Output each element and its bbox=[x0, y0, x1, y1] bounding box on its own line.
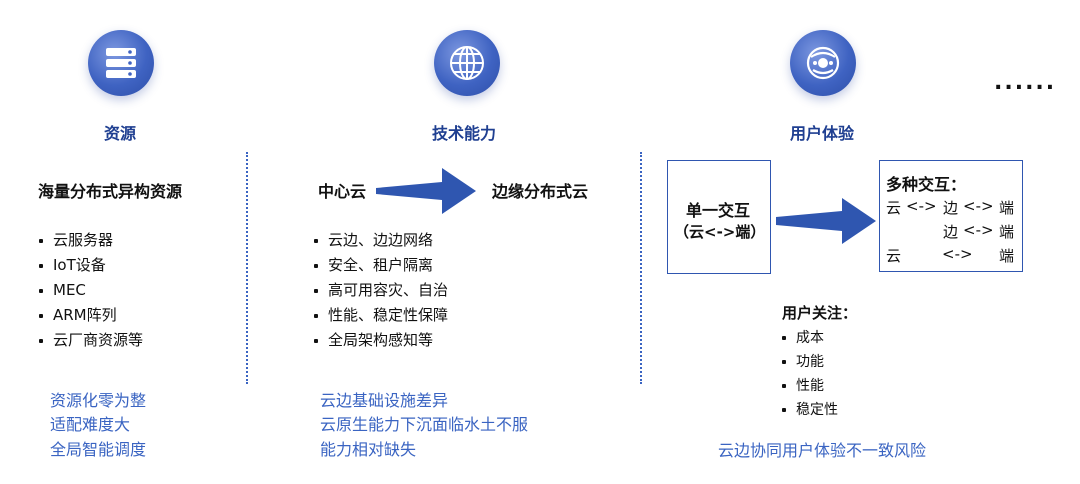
resources-challenge: 适配难度大 bbox=[50, 415, 131, 434]
divider-2 bbox=[640, 152, 642, 384]
device-label: 端 bbox=[999, 223, 1015, 241]
tech-challenge: 云边基础设施差异 bbox=[320, 391, 449, 410]
single-interaction-label: 单一交互 bbox=[686, 201, 751, 220]
list-item: 云服务器 bbox=[37, 228, 143, 253]
ux-icon-circle bbox=[790, 30, 856, 96]
more-ellipsis: ...... bbox=[994, 70, 1057, 95]
user-concern-title: 用户关注： bbox=[782, 304, 858, 322]
single-interaction-sub: （云<->端） bbox=[674, 223, 766, 241]
ux-title: 用户体验 bbox=[790, 124, 855, 143]
list-item: ARM阵列 bbox=[37, 303, 143, 328]
list-item: MEC bbox=[37, 278, 143, 303]
cloud-label: 云 bbox=[886, 199, 902, 217]
edge-label: 边 bbox=[943, 199, 959, 217]
divider-1 bbox=[246, 152, 248, 384]
user-experience-icon bbox=[806, 46, 840, 80]
list-item: 云厂商资源等 bbox=[37, 328, 143, 353]
resources-icon-circle bbox=[88, 30, 154, 96]
tech-challenge: 云原生能力下沉面临水土不服 bbox=[320, 415, 529, 434]
tech-to-label: 边缘分布式云 bbox=[492, 182, 589, 201]
resources-heading: 海量分布式异构资源 bbox=[38, 182, 183, 201]
list-item: IoT设备 bbox=[37, 253, 143, 278]
ux-risk: 云边协同用户体验不一致风险 bbox=[718, 441, 927, 460]
list-item: 安全、租户隔离 bbox=[312, 253, 448, 278]
link-label: <-> bbox=[942, 245, 973, 263]
server-icon bbox=[106, 48, 136, 78]
tech-from-label: 中心云 bbox=[318, 182, 367, 201]
list-item: 性能 bbox=[780, 374, 838, 398]
edge-label: 边 bbox=[943, 223, 959, 241]
resources-challenge: 全局智能调度 bbox=[50, 440, 147, 459]
list-item: 性能、稳定性保障 bbox=[312, 303, 448, 328]
tech-icon-circle bbox=[434, 30, 500, 96]
globe-icon bbox=[450, 46, 484, 80]
cloud-label: 云 bbox=[886, 247, 902, 265]
list-item: 功能 bbox=[780, 350, 838, 374]
tech-bullet-list: 云边、边边网络 安全、租户隔离 高可用容灾、自治 性能、稳定性保障 全局架构感知… bbox=[312, 228, 448, 353]
link-label: <-> bbox=[906, 197, 937, 215]
list-item: 成本 bbox=[780, 326, 838, 350]
right-arrow-icon bbox=[776, 198, 876, 244]
user-concern-list: 成本 功能 性能 稳定性 bbox=[780, 326, 838, 422]
tech-challenge: 能力相对缺失 bbox=[320, 440, 417, 459]
list-item: 云边、边边网络 bbox=[312, 228, 448, 253]
single-interaction-box: 单一交互 （云<->端） bbox=[667, 160, 771, 274]
device-label: 端 bbox=[999, 199, 1015, 217]
resources-challenge: 资源化零为整 bbox=[50, 391, 147, 410]
resources-title: 资源 bbox=[104, 124, 137, 143]
multi-interaction-box: 多种交互： 云 <-> 边 <-> 端 边 <-> 端 云 <-> 端 bbox=[879, 160, 1023, 272]
list-item: 稳定性 bbox=[780, 398, 838, 422]
link-label: <-> bbox=[963, 197, 994, 215]
resources-bullet-list: 云服务器 IoT设备 MEC ARM阵列 云厂商资源等 bbox=[37, 228, 143, 353]
link-label: <-> bbox=[963, 221, 994, 239]
right-arrow-icon bbox=[376, 168, 476, 214]
list-item: 高可用容灾、自治 bbox=[312, 278, 448, 303]
multi-interaction-heading: 多种交互： bbox=[886, 175, 967, 194]
device-label: 端 bbox=[999, 247, 1015, 265]
tech-title: 技术能力 bbox=[432, 124, 497, 143]
list-item: 全局架构感知等 bbox=[312, 328, 448, 353]
